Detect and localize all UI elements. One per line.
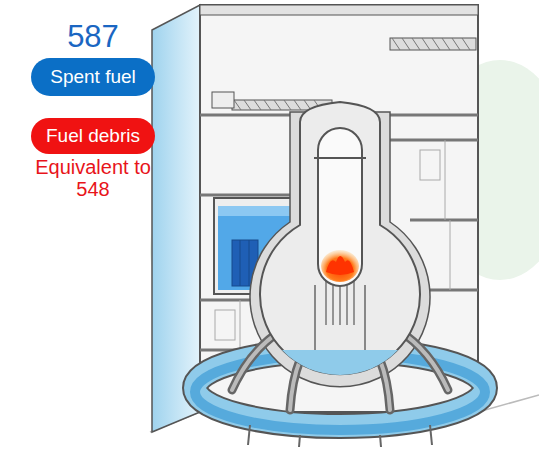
- roof-slab: [200, 5, 478, 15]
- drywell: [260, 102, 420, 374]
- overhead-crane: [390, 38, 476, 50]
- count-number: 587: [67, 20, 119, 54]
- equivalent-note: Equivalent to 548: [23, 156, 163, 200]
- fuel-debris: [326, 256, 354, 275]
- fuel-debris-glow: [321, 250, 359, 282]
- drywell-water: [282, 350, 398, 375]
- pill-label: Spent fuel: [50, 67, 136, 88]
- reactor-pressure-vessel: [318, 128, 362, 286]
- label-group: Fuel debrisEquivalent to 548: [23, 118, 163, 200]
- label-group: 587Spent fuel: [31, 20, 155, 96]
- pill-shape: Spent fuel: [31, 58, 155, 96]
- vessel-flange: [314, 157, 366, 159]
- torus-supports: [248, 425, 432, 447]
- pill-label: Fuel debris: [46, 126, 140, 147]
- pill-shape: Fuel debris: [31, 118, 155, 154]
- suppression-chamber: [195, 350, 485, 430]
